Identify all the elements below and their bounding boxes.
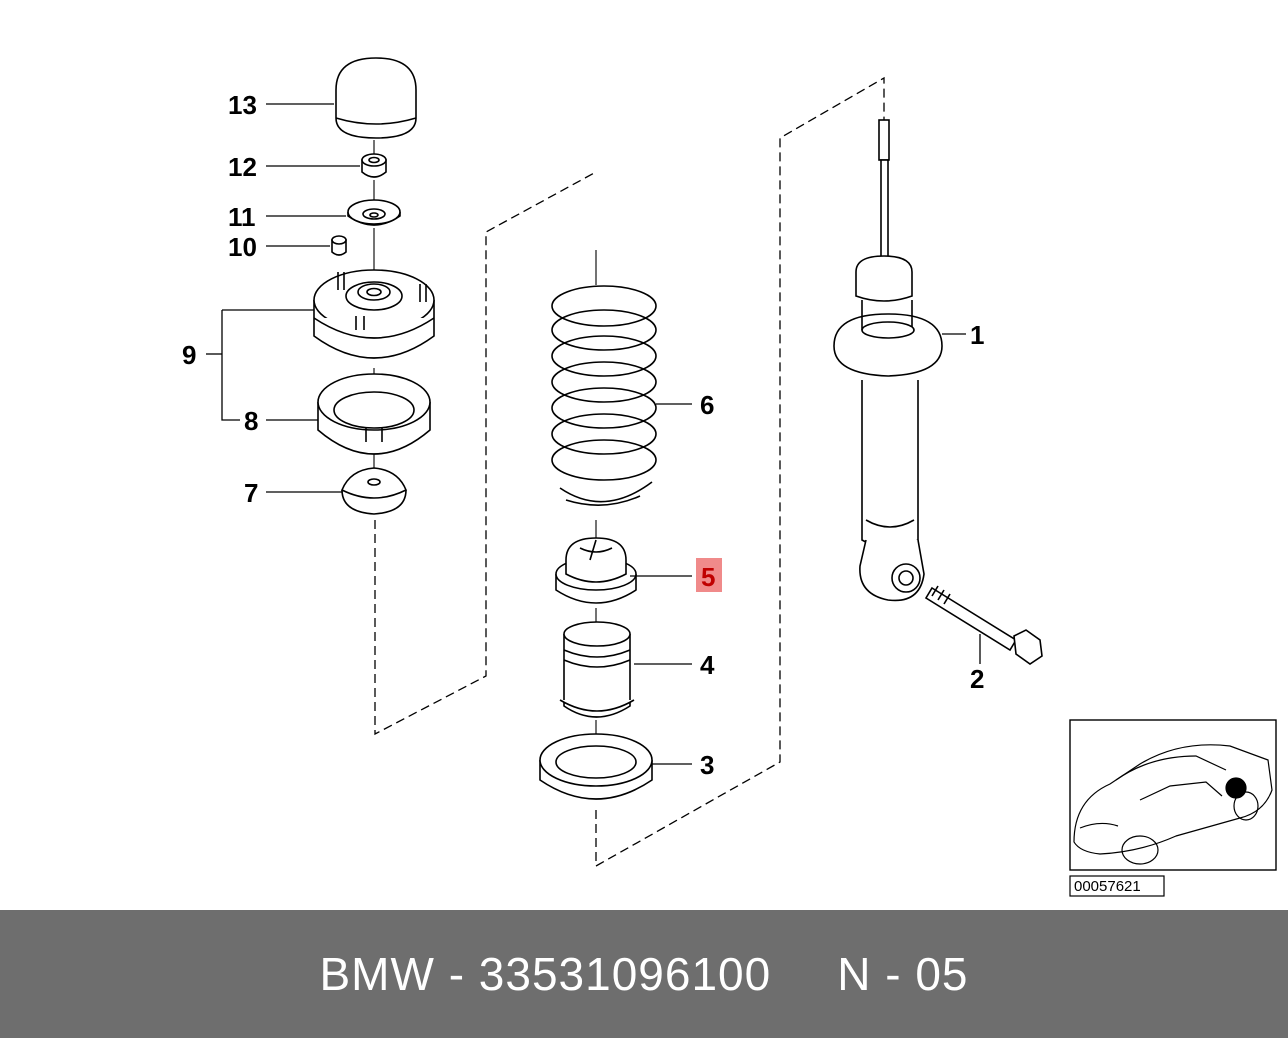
part-2-bolt[interactable] [924, 585, 1043, 665]
callout-2[interactable]: 2 [970, 664, 984, 694]
part-10-nut[interactable] [331, 235, 347, 256]
reference-number: 00057621 [1074, 878, 1141, 895]
callout-10[interactable]: 10 [228, 232, 257, 262]
callout-8[interactable]: 8 [244, 406, 258, 436]
position-label: N - 05 [837, 948, 969, 1000]
parts-diagram: 13 12 11 10 9 8 7 6 5 4 3 1 2 00057621 [182, 57, 1277, 897]
part-8-ring[interactable] [317, 373, 431, 455]
part-12-nut[interactable] [361, 153, 387, 178]
part-number-footer: BMW - 33531096100 N - 05 [0, 910, 1288, 1038]
callout-4[interactable]: 4 [700, 650, 715, 680]
callout-5-highlight [696, 558, 722, 592]
callout-5[interactable]: 5 [701, 562, 715, 592]
part-5-bump-stop[interactable] [555, 537, 637, 604]
part-1-shock-absorber[interactable] [833, 119, 943, 602]
part-7-spring-pad[interactable] [340, 467, 408, 515]
vehicle-inset [1069, 719, 1277, 871]
callout-13[interactable]: 13 [228, 90, 257, 120]
callout-12[interactable]: 12 [228, 152, 257, 182]
part-label: BMW - 33531096100 [319, 948, 772, 1000]
callout-6[interactable]: 6 [700, 390, 714, 420]
part-6-coil-spring[interactable] [551, 285, 657, 506]
callout-7[interactable]: 7 [244, 478, 258, 508]
part-11-washer[interactable] [347, 199, 401, 226]
reference-box [1069, 875, 1165, 897]
location-marker-icon [1225, 777, 1247, 799]
part-13-cap[interactable] [335, 57, 417, 139]
leader-lines [206, 103, 981, 765]
callout-11[interactable]: 11 [228, 202, 256, 232]
assembly-outline-left [374, 171, 597, 736]
callout-1[interactable]: 1 [970, 320, 984, 350]
assembly-outline-right [595, 76, 885, 868]
callout-3[interactable]: 3 [700, 750, 714, 780]
part-3-spring-seat[interactable] [539, 733, 653, 800]
part-9-support-bearing[interactable] [313, 269, 435, 359]
part-4-tube[interactable] [559, 621, 635, 718]
callout-9[interactable]: 9 [182, 340, 196, 370]
